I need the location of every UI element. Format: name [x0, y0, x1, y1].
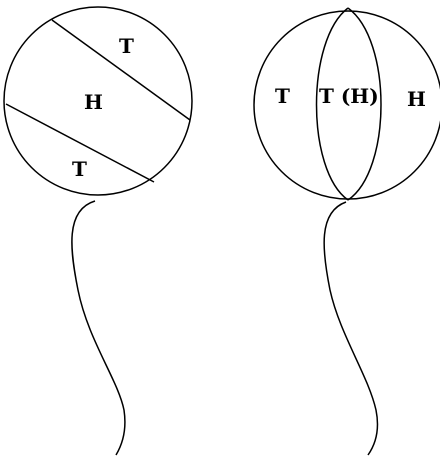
left-balloon-outline [3, 6, 193, 196]
right-region-left-label: T [275, 84, 290, 108]
left-balloon: T H T [3, 6, 193, 456]
left-balloon-string [71, 200, 126, 456]
left-region-top-label: T [119, 34, 134, 58]
right-balloon-string [323, 201, 379, 456]
left-region-bottom-label: T [72, 157, 87, 181]
left-region-middle-label: H [84, 90, 103, 114]
left-balloon-upper-divider [51, 19, 191, 121]
right-balloon-left-arc [315, 7, 349, 201]
right-balloon: T T (H) H [253, 7, 440, 456]
right-region-right-label: H [407, 87, 426, 111]
left-balloon-lower-divider [5, 103, 155, 183]
right-region-center-label: T (H) [319, 84, 379, 108]
right-balloon-right-arc [347, 7, 382, 201]
right-balloon-outline [253, 10, 440, 200]
